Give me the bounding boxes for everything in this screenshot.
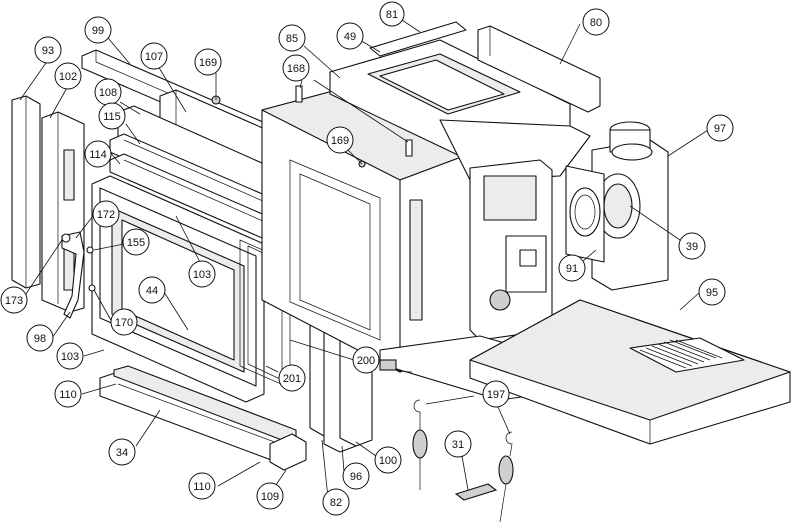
callout-97: 97: [706, 114, 734, 142]
callout-197: 197: [482, 380, 510, 408]
callout-100: 100: [374, 446, 402, 474]
callout-169-top: 169: [194, 48, 222, 76]
callout-200: 200: [352, 346, 380, 374]
callout-114: 114: [84, 140, 112, 168]
svg-text:93: 93: [42, 45, 54, 57]
svg-text:44: 44: [146, 285, 158, 297]
part-109-bracket: [269, 433, 307, 471]
callout-107: 107: [140, 42, 168, 70]
callout-110-lower: 110: [188, 472, 216, 500]
svg-text:115: 115: [103, 111, 121, 123]
part-197-igniter-left: [412, 399, 428, 490]
callout-85: 85: [278, 24, 306, 52]
svg-text:201: 201: [283, 373, 301, 385]
svg-text:197: 197: [487, 389, 505, 401]
callout-173: 173: [0, 286, 28, 314]
callout-39: 39: [678, 232, 706, 260]
vent-slots: [639, 339, 723, 369]
svg-text:31: 31: [452, 439, 464, 451]
callout-81: 81: [379, 1, 405, 27]
callout-172: 172: [92, 200, 120, 228]
callout-99: 99: [84, 16, 112, 44]
svg-text:102: 102: [59, 71, 77, 83]
callout-102: 102: [54, 62, 82, 90]
part-control-box: [469, 159, 553, 341]
svg-text:200: 200: [357, 355, 375, 367]
callout-109: 109: [256, 482, 284, 510]
callout-110-upper: 110: [54, 380, 82, 408]
svg-text:97: 97: [714, 123, 726, 135]
svg-text:91: 91: [566, 263, 578, 275]
svg-text:49: 49: [344, 31, 356, 43]
callout-31: 31: [444, 430, 472, 458]
svg-text:39: 39: [686, 241, 698, 253]
part-81-lid-strip: [369, 21, 467, 57]
callout-95: 95: [698, 278, 726, 306]
callout-168: 168: [282, 54, 310, 82]
part-95-bottom-pan: [469, 299, 791, 445]
part-firebox-body: [261, 79, 481, 373]
part-31-clip: [454, 483, 498, 501]
callout-82: 82: [322, 488, 350, 516]
svg-text:107: 107: [145, 51, 163, 63]
callout-170: 170: [110, 308, 138, 336]
svg-text:99: 99: [92, 25, 104, 37]
callout-96: 96: [342, 462, 370, 490]
svg-text:34: 34: [116, 447, 128, 459]
part-93-side-trim: [11, 95, 41, 289]
callout-103-upper: 103: [188, 260, 216, 288]
svg-text:103: 103: [193, 269, 211, 281]
svg-text:98: 98: [34, 333, 46, 345]
svg-text:173: 173: [5, 295, 23, 307]
part-80-panel: [477, 25, 601, 113]
part-97-blower: [591, 121, 669, 291]
callout-93: 93: [34, 36, 62, 64]
svg-text:85: 85: [286, 33, 298, 45]
callout-44: 44: [138, 276, 166, 304]
callout-91: 91: [558, 254, 586, 282]
svg-text:155: 155: [127, 237, 145, 249]
svg-text:108: 108: [99, 87, 117, 99]
svg-text:95: 95: [706, 287, 718, 299]
part-168-screw: [295, 85, 413, 157]
callout-169-mid: 169: [326, 126, 354, 154]
callout-115: 115: [98, 102, 126, 130]
leader-lines: [19, 19, 709, 499]
callout-49: 49: [336, 22, 364, 50]
svg-text:168: 168: [287, 63, 305, 75]
callout-108: 108: [94, 78, 122, 106]
svg-text:103: 103: [61, 351, 79, 363]
svg-text:114: 114: [89, 149, 107, 161]
callout-34: 34: [108, 438, 136, 466]
callout-103-lower: 103: [56, 342, 84, 370]
part-91-gasket: [565, 165, 605, 263]
svg-text:169: 169: [331, 135, 349, 147]
svg-text:169: 169: [199, 57, 217, 69]
svg-text:172: 172: [97, 209, 115, 221]
svg-text:110: 110: [59, 389, 77, 401]
svg-text:100: 100: [379, 455, 397, 467]
part-197-igniter-right: [498, 431, 514, 523]
callout-98: 98: [26, 324, 54, 352]
callout-155: 155: [122, 228, 150, 256]
callout-80: 80: [582, 8, 610, 36]
svg-text:110: 110: [193, 481, 211, 493]
part-200-cord: [379, 359, 413, 373]
svg-text:82: 82: [330, 497, 342, 509]
svg-text:81: 81: [386, 9, 398, 21]
svg-text:96: 96: [350, 471, 362, 483]
svg-text:80: 80: [590, 17, 602, 29]
callout-201: 201: [278, 364, 306, 392]
svg-text:170: 170: [115, 317, 133, 329]
svg-text:109: 109: [261, 491, 279, 503]
